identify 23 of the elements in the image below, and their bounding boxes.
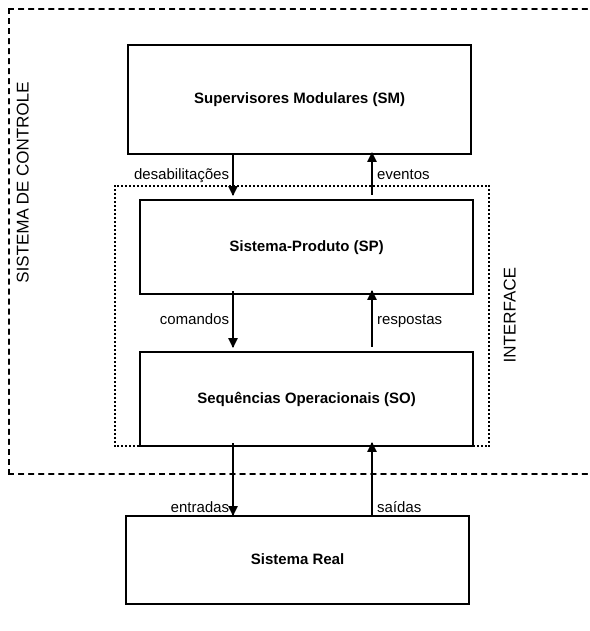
edge-label: desabilitações [134,165,229,185]
box-label: Sequências Operacionais (SO) [197,388,416,409]
arrow [228,291,238,348]
edge-label: entradas [170,498,229,518]
arrow [228,443,238,516]
box-label: Sistema-Produto (SP) [229,236,384,257]
edge-label: respostas [377,310,442,330]
edge-label: saídas [377,498,422,518]
edge-label: eventos [377,165,430,185]
arrow [228,153,238,196]
arrow [367,290,377,347]
process-box [139,351,474,447]
arrow [367,442,377,515]
control-system-region [8,8,590,475]
process-box [127,44,472,155]
box-label: Sistema Real [250,550,344,570]
box-label: Supervisores Modulares (SM) [194,89,405,110]
arrow [367,152,377,195]
process-box [139,199,474,295]
process-box [125,515,470,605]
region-title: INTERFACE [499,266,520,364]
edge-label: comandos [160,310,229,330]
region-title: SISTEMA DE CONTROLE [12,82,34,283]
